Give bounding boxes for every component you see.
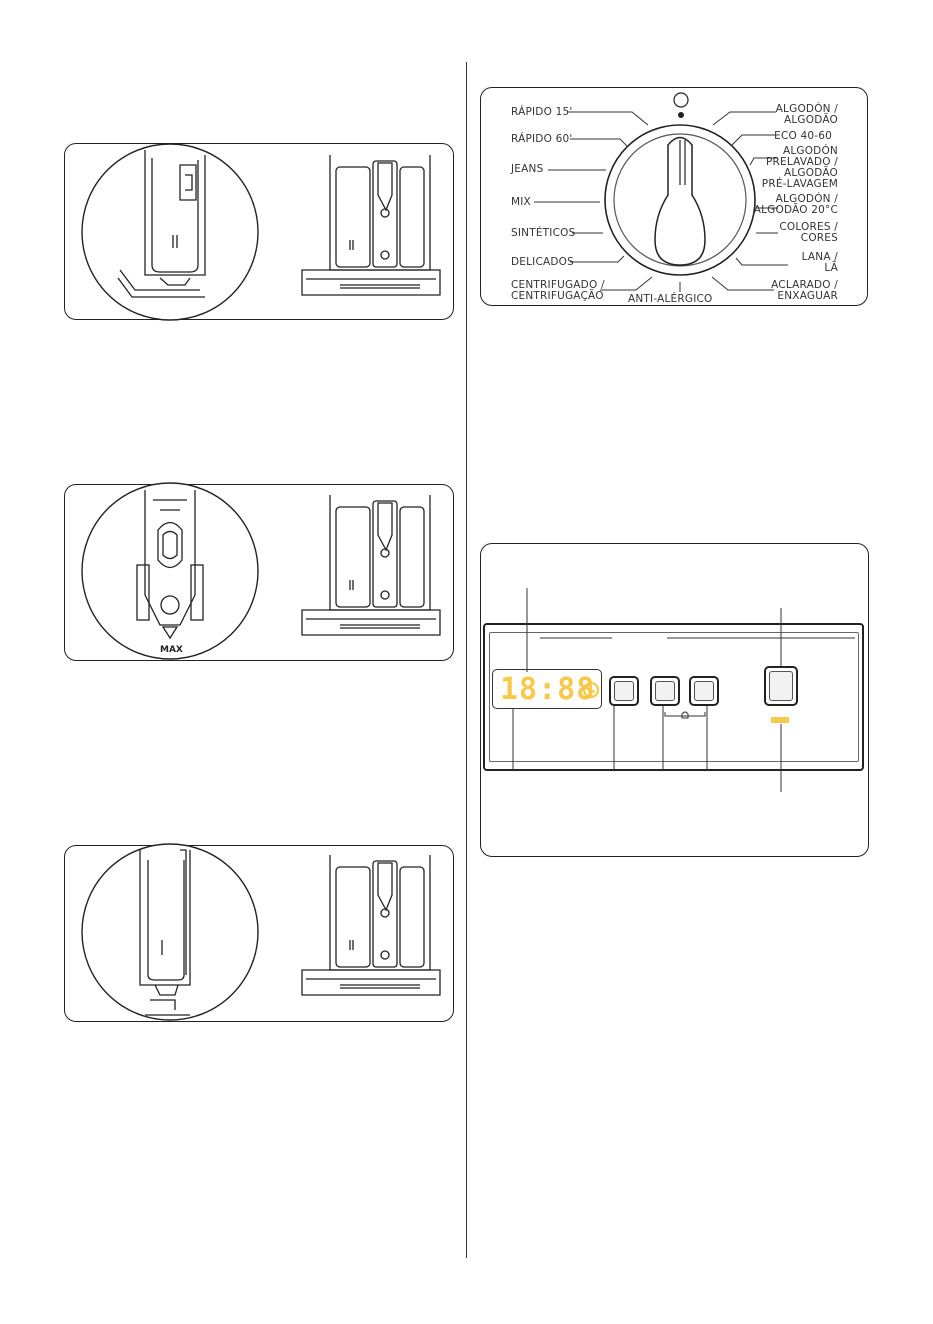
option-button-1[interactable]: [609, 676, 639, 706]
option-button-2[interactable]: [650, 676, 680, 706]
start-pause-button[interactable]: [764, 666, 798, 706]
start-indicator-led: [771, 717, 789, 723]
option-button-3[interactable]: [689, 676, 719, 706]
